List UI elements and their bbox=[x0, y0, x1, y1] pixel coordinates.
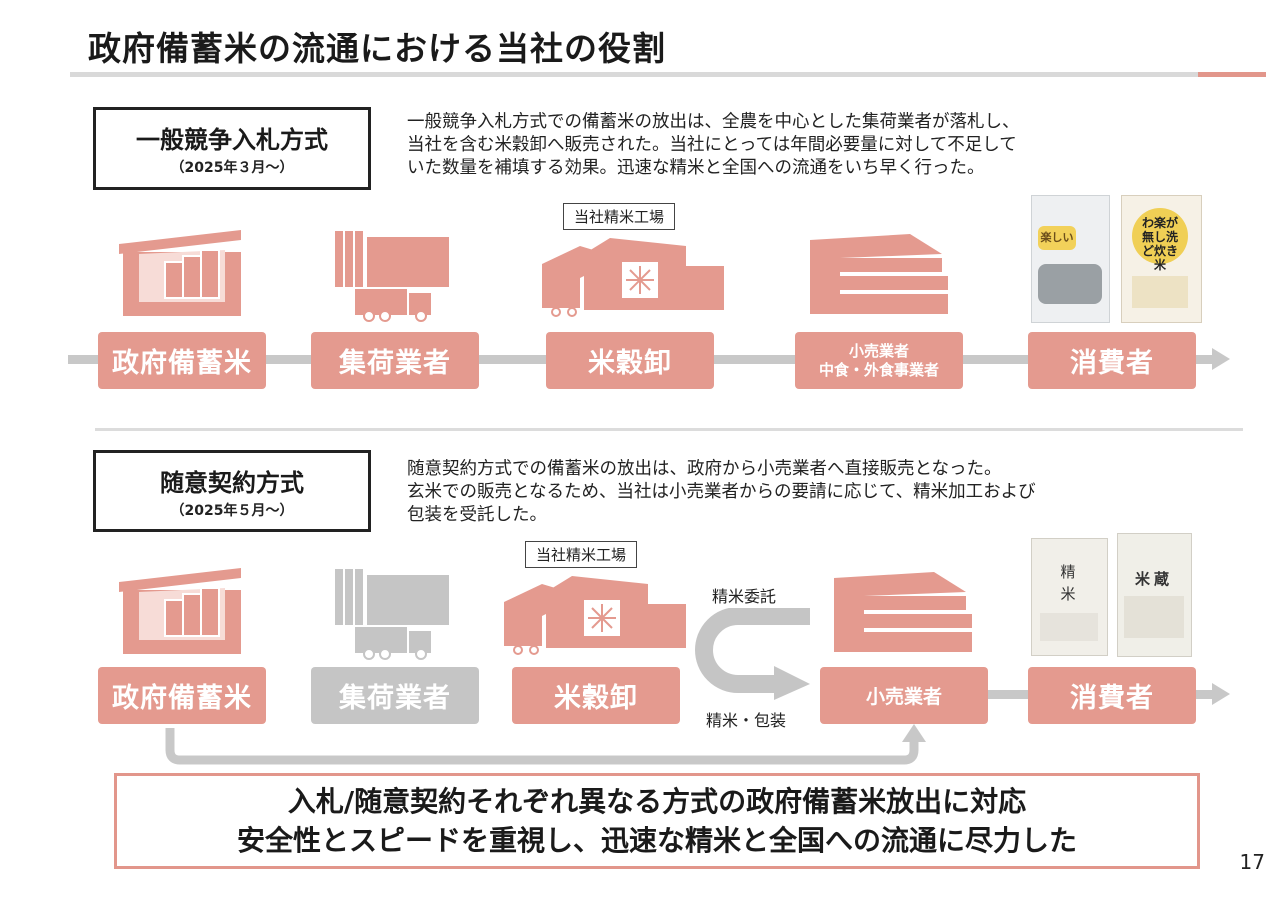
conclusion-line: 安全性とスピードを重視し、迅速な精米と全国への流通に尽力した bbox=[236, 824, 1077, 857]
method-name: 随意契約方式 bbox=[160, 469, 304, 497]
node-label: 消費者 bbox=[1070, 683, 1154, 714]
node-consumer: 消費者 bbox=[1028, 667, 1196, 724]
outsource-label: 精米委託 bbox=[712, 587, 777, 606]
description-line: いた数量を補填する効果。迅速な精米と全国への流通をいち早く行った。 bbox=[407, 158, 985, 178]
section-divider bbox=[95, 428, 1243, 431]
method-date: （2025年５月～） bbox=[170, 503, 294, 519]
title-underline bbox=[70, 72, 1198, 77]
node-label: 集荷業者 bbox=[339, 348, 451, 379]
description-line: 当社を含む米穀卸へ販売された。当社にとっては年間必要量に対して不足して bbox=[407, 135, 1017, 155]
node-label: 小売業者 bbox=[865, 686, 942, 708]
rice-mill-icon bbox=[504, 576, 686, 655]
collector-icon bbox=[335, 569, 449, 660]
node-label: 米穀卸 bbox=[554, 683, 638, 714]
retail-stack-icon bbox=[810, 234, 948, 314]
factory-label: 当社精米工場 bbox=[525, 541, 638, 568]
node-government-stock: 政府備蓄米 bbox=[98, 667, 266, 724]
node-label: 消費者 bbox=[1070, 348, 1154, 379]
description-line: 玄米での販売となるため、当社は小売業者からの要請に応じて、精米加工および bbox=[407, 482, 1036, 502]
conclusion-box: 入札/随意契約それぞれ異なる方式の政府備蓄米放出に対応 安全性とスピードを重視し… bbox=[114, 773, 1200, 869]
node-label: 政府備蓄米 bbox=[112, 683, 252, 714]
warehouse-icon bbox=[119, 230, 241, 316]
retail-stack-icon bbox=[834, 572, 972, 652]
product-label: 精米 bbox=[1060, 563, 1076, 603]
product-label: 米蔵 bbox=[1134, 570, 1173, 588]
node-label: 米穀卸 bbox=[588, 348, 672, 379]
page-title: 政府備蓄米の流通における当社の役割 bbox=[88, 29, 666, 68]
rice-mill-icon bbox=[542, 238, 724, 317]
collector-icon bbox=[335, 231, 449, 322]
method-date: （2025年３月～） bbox=[170, 160, 294, 176]
node-consumer: 消費者 bbox=[1028, 332, 1196, 389]
section2-description: 随意契約方式での備蓄米の放出は、政府から小売業者へ直接販売となった。 玄米での販… bbox=[407, 458, 1036, 527]
return-label: 精米・包装 bbox=[706, 711, 787, 730]
product-label: わ楽が無し洗ど炊き米 bbox=[1141, 216, 1178, 272]
method-box-bidding: 一般競争入札方式 （2025年３月～） bbox=[93, 107, 371, 190]
method-name: 一般競争入札方式 bbox=[136, 126, 328, 154]
flow-arrow-head bbox=[1212, 348, 1230, 370]
method-box-private-contract: 随意契約方式 （2025年５月～） bbox=[93, 450, 371, 532]
u-turn-arrow-icon bbox=[695, 608, 810, 700]
rice-product-image: 米蔵 bbox=[1117, 533, 1192, 657]
section1-description: 一般競争入札方式での備蓄米の放出は、全農を中心とした集荷業者が落札し、 当社を含… bbox=[407, 111, 1020, 180]
product-label: 楽しい bbox=[1038, 226, 1076, 250]
rice-product-image: 楽しい bbox=[1031, 195, 1110, 323]
rice-product-image: 精米 bbox=[1031, 538, 1108, 656]
title-underline-accent bbox=[1198, 72, 1266, 77]
node-collector: 集荷業者 bbox=[311, 332, 479, 389]
node-label: 中食・外食事業者 bbox=[818, 360, 939, 379]
node-label: 政府備蓄米 bbox=[112, 348, 252, 379]
node-label: 小売業者 bbox=[848, 341, 909, 360]
warehouse-icon bbox=[119, 568, 241, 654]
flow-arrow-head bbox=[1212, 683, 1230, 705]
conclusion-line: 入札/随意契約それぞれ異なる方式の政府備蓄米放出に対応 bbox=[287, 785, 1027, 818]
node-government-stock: 政府備蓄米 bbox=[98, 332, 266, 389]
node-collector-inactive: 集荷業者 bbox=[311, 667, 479, 724]
node-retailer: 小売業者 bbox=[820, 667, 988, 724]
description-line: 一般競争入札方式での備蓄米の放出は、全農を中心とした集荷業者が落札し、 bbox=[407, 112, 1020, 132]
rice-product-image: わ楽が無し洗ど炊き米 bbox=[1121, 195, 1202, 323]
factory-label: 当社精米工場 bbox=[563, 203, 676, 230]
direct-sale-connector bbox=[165, 724, 926, 765]
node-label: 集荷業者 bbox=[339, 683, 451, 714]
node-retail-food: 小売業者 中食・外食事業者 bbox=[795, 332, 963, 389]
page-number: 17 bbox=[1239, 850, 1265, 874]
description-line: 随意契約方式での備蓄米の放出は、政府から小売業者へ直接販売となった。 bbox=[407, 459, 1002, 479]
description-line: 包装を受託した。 bbox=[407, 505, 547, 525]
node-wholesaler: 米穀卸 bbox=[546, 332, 714, 389]
node-wholesaler: 米穀卸 bbox=[512, 667, 680, 724]
